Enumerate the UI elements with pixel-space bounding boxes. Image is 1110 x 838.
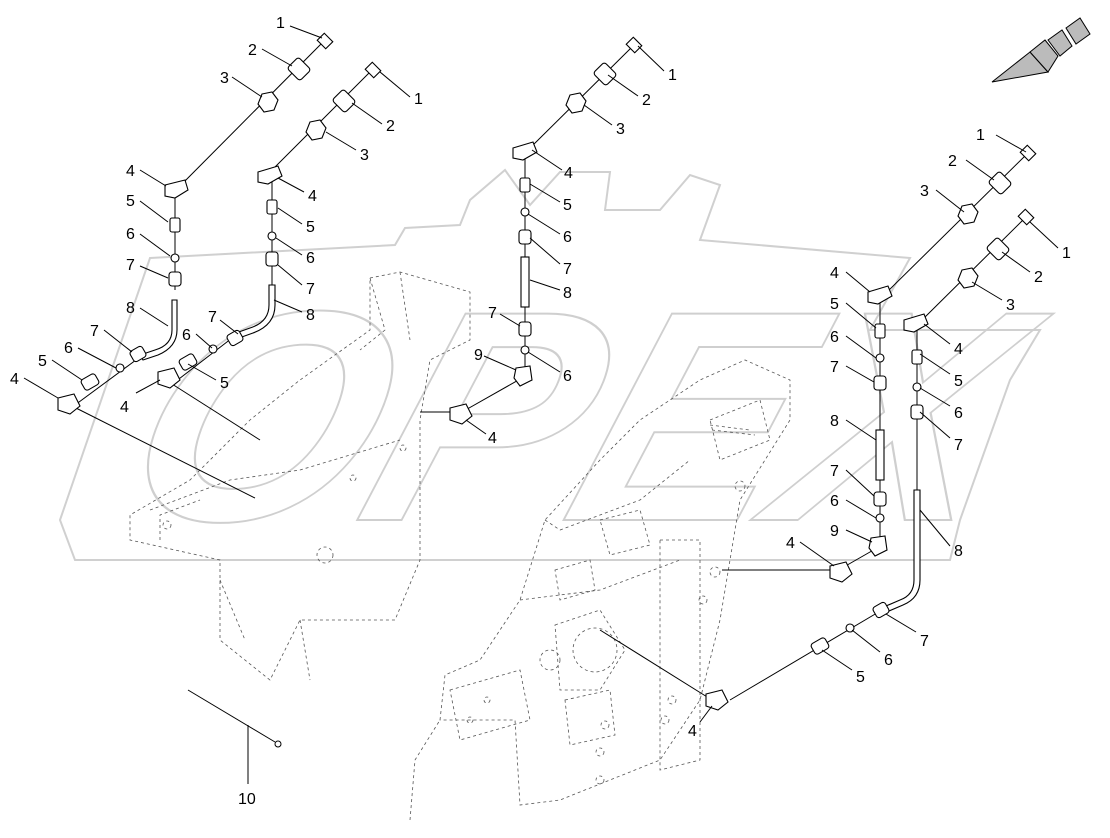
callout-6: 6 xyxy=(306,250,315,267)
callout-8: 8 xyxy=(563,285,572,302)
callout-4: 4 xyxy=(564,165,573,182)
watermark-gear-outline xyxy=(58,168,1042,561)
line-assembly-d xyxy=(722,144,1037,583)
callout-7: 7 xyxy=(830,463,839,480)
callout-8: 8 xyxy=(954,543,963,560)
callout-3: 3 xyxy=(616,121,625,138)
line-assembly-a xyxy=(57,32,334,499)
callout-8: 8 xyxy=(830,413,839,430)
callout-1: 1 xyxy=(414,91,423,108)
callout-7: 7 xyxy=(830,359,839,376)
callout-6: 6 xyxy=(954,405,963,422)
callout-7: 7 xyxy=(488,305,497,322)
watermark-text: OPEX xyxy=(90,249,1075,584)
callout-5: 5 xyxy=(954,373,963,390)
callout-4: 4 xyxy=(10,371,19,388)
callout-2: 2 xyxy=(642,92,651,109)
callout-5: 5 xyxy=(830,296,839,313)
callout-8: 8 xyxy=(306,307,315,324)
callout-6: 6 xyxy=(126,226,135,243)
callout-9: 9 xyxy=(830,523,839,540)
callout-7: 7 xyxy=(563,261,572,278)
callout-4: 4 xyxy=(120,399,129,416)
callout-6: 6 xyxy=(830,493,839,510)
callout-7: 7 xyxy=(920,633,929,650)
callout-1: 1 xyxy=(976,127,985,144)
callout-4: 4 xyxy=(688,723,697,740)
cable-tie xyxy=(187,689,282,784)
callout-2: 2 xyxy=(248,42,257,59)
callout-3: 3 xyxy=(220,70,229,87)
callout-1: 1 xyxy=(1062,245,1071,262)
line-assembly-c xyxy=(420,36,643,425)
callout-3: 3 xyxy=(360,147,369,164)
callout-3: 3 xyxy=(920,183,929,200)
callout-4: 4 xyxy=(126,163,135,180)
callout-5: 5 xyxy=(856,669,865,686)
callout-3: 3 xyxy=(1006,297,1015,314)
callout-1: 1 xyxy=(276,15,285,32)
callout-4: 4 xyxy=(308,188,317,205)
callout-5: 5 xyxy=(563,197,572,214)
callout-4: 4 xyxy=(488,430,497,447)
callout-4: 4 xyxy=(954,341,963,358)
callout-7: 7 xyxy=(208,309,217,326)
callout-5: 5 xyxy=(38,353,47,370)
callout-9: 9 xyxy=(474,347,483,364)
callout-7: 7 xyxy=(126,257,135,274)
front-direction-arrow-icon xyxy=(991,17,1091,83)
main-frame xyxy=(409,359,791,821)
callout-7: 7 xyxy=(90,323,99,340)
callout-6: 6 xyxy=(563,368,572,385)
callout-5: 5 xyxy=(126,193,135,210)
callout-2: 2 xyxy=(948,153,957,170)
callout-2: 2 xyxy=(386,118,395,135)
left-frame-bracket xyxy=(129,271,471,681)
leader-lines xyxy=(23,25,1059,723)
callout-8: 8 xyxy=(126,300,135,317)
callout-6: 6 xyxy=(563,229,572,246)
callout-4: 4 xyxy=(786,535,795,552)
callout-10: 10 xyxy=(238,791,256,808)
callout-2: 2 xyxy=(1034,269,1043,286)
callout-labels: 1 2 3 4 5 6 7 8 7 6 5 4 1 2 3 4 5 6 7 8 … xyxy=(10,15,1071,808)
callout-1: 1 xyxy=(668,67,677,84)
callout-7: 7 xyxy=(306,281,315,298)
callout-6: 6 xyxy=(64,340,73,357)
callout-4: 4 xyxy=(830,265,839,282)
callout-6: 6 xyxy=(830,329,839,346)
callout-7: 7 xyxy=(954,437,963,454)
callout-6: 6 xyxy=(182,327,191,344)
callout-6: 6 xyxy=(884,652,893,669)
callout-5: 5 xyxy=(220,375,229,392)
callout-5: 5 xyxy=(306,219,315,236)
